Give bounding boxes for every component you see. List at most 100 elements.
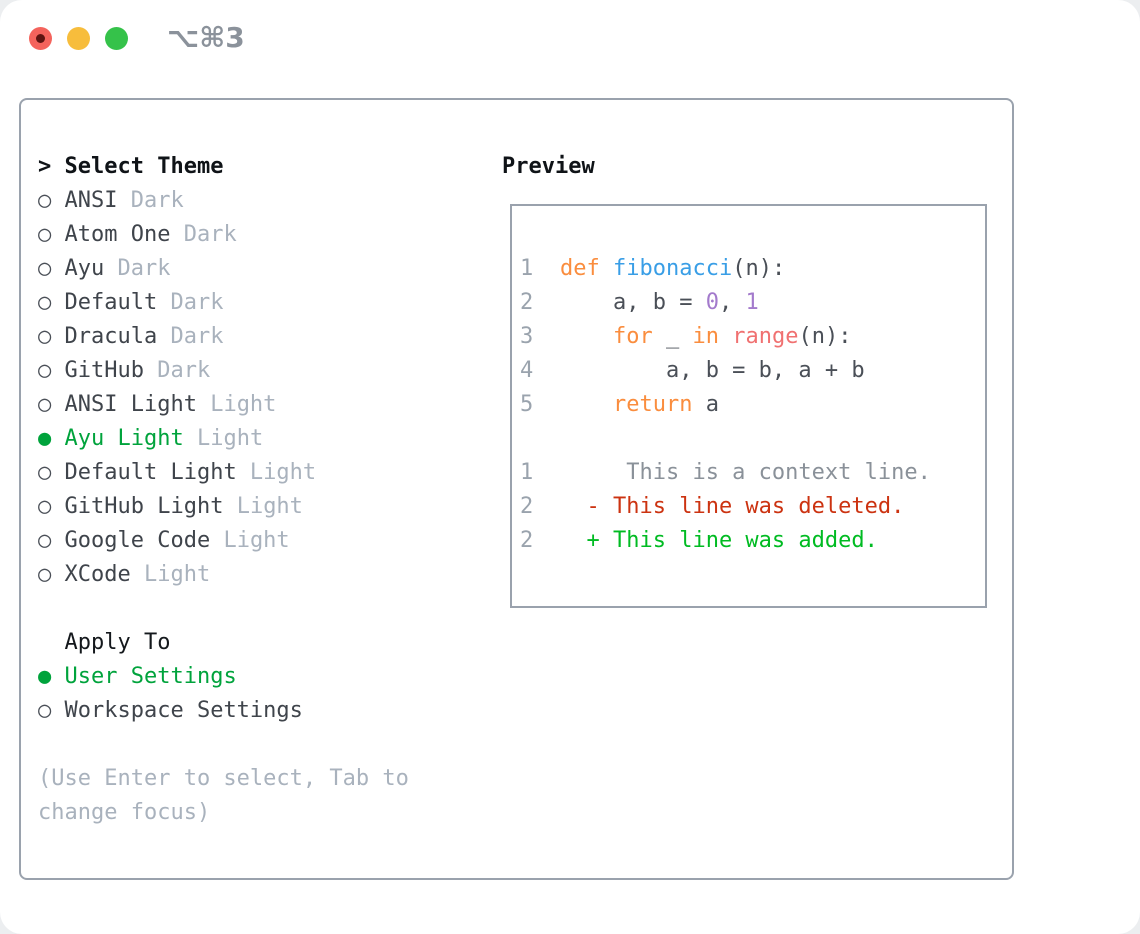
theme-variant: Dark [157, 290, 224, 315]
apply-option-label: Workspace Settings [64, 698, 303, 723]
theme-item-xcode[interactable]: ○ XCode Light [38, 558, 409, 592]
code-segment: a [692, 392, 719, 417]
preview-code-line: 2 - This line was deleted. [520, 490, 985, 524]
zoom-button[interactable] [105, 27, 128, 50]
theme-item-github-light[interactable]: ○ GitHub Light Light [38, 490, 409, 524]
apply-to-list: ● User Settings○ Workspace Settings [38, 660, 409, 728]
line-number: 5 [520, 392, 534, 417]
apply-option-label: User Settings [64, 664, 237, 689]
preview-code-line: 2 a, b = 0, 1 [520, 286, 985, 320]
code-segment: def [560, 256, 600, 281]
radio-icon: ○ [38, 528, 52, 553]
radio-icon: ○ [38, 460, 52, 485]
code-segment: - This line was deleted. [560, 494, 905, 519]
preview-code-line [520, 422, 985, 456]
line-number: 2 [520, 290, 534, 315]
theme-item-label: ANSI [64, 188, 118, 213]
theme-item-github[interactable]: ○ GitHub Dark [38, 354, 409, 388]
code-segment: range [732, 324, 799, 349]
apply-option-user-settings[interactable]: ● User Settings [38, 660, 409, 694]
radio-icon: ○ [38, 324, 52, 349]
code-segment: This is a context line. [560, 460, 931, 485]
spacer [38, 728, 409, 762]
radio-icon: ○ [38, 188, 52, 213]
theme-item-default[interactable]: ○ Default Dark [38, 286, 409, 320]
line-number: 1 [520, 256, 534, 281]
theme-item-label: ANSI Light [64, 392, 197, 417]
radio-icon: ○ [38, 222, 52, 247]
code-segment: for [612, 324, 653, 349]
theme-item-ayu-light[interactable]: ● Ayu Light Light [38, 422, 409, 456]
theme-select-header: > Select Theme [38, 150, 409, 184]
radio-icon: ○ [38, 494, 52, 519]
theme-variant: Dark [117, 188, 184, 213]
theme-item-label: XCode [64, 562, 131, 587]
line-number: 2 [520, 528, 534, 553]
radio-selected-icon: ● [38, 426, 52, 451]
line-number: 4 [520, 358, 534, 383]
radio-icon: ○ [38, 698, 52, 723]
code-segment: fibonacci [613, 256, 733, 281]
minimize-button[interactable] [67, 27, 90, 50]
radio-icon: ○ [38, 562, 52, 587]
theme-variant: Light [210, 528, 290, 553]
line-number: 2 [520, 494, 534, 519]
theme-variant: Light [223, 494, 303, 519]
code-segment: + This line was added. [560, 528, 878, 553]
code-segment: 1 [745, 290, 759, 315]
titlebar: ⌥⌘3 [0, 0, 1140, 75]
theme-item-label: Default [64, 290, 158, 315]
code-segment: _ [652, 324, 693, 349]
code-segment [600, 256, 613, 281]
theme-variant: Light [196, 392, 277, 417]
radio-icon: ○ [38, 256, 52, 281]
window-title: ⌥⌘3 [167, 21, 245, 54]
preview-code-line: 2 + This line was added. [520, 524, 985, 558]
main-panel: > Select Theme ○ ANSI Dark○ Atom One Dar… [19, 98, 1014, 880]
theme-select-header-label: Select Theme [64, 154, 224, 179]
apply-option-workspace-settings[interactable]: ○ Workspace Settings [38, 694, 409, 728]
theme-variant: Dark [104, 256, 171, 281]
code-segment: (n): [732, 256, 786, 281]
code-segment: return [612, 392, 693, 417]
apply-to-header: Apply To [38, 626, 409, 660]
preview-code-line: 5 return a [520, 388, 985, 422]
theme-item-label: Google Code [64, 528, 211, 553]
code-segment: in [692, 324, 719, 349]
code-segment: (n): [798, 324, 852, 349]
hint-line: (Use Enter to select, Tab to [38, 766, 409, 791]
theme-item-google-code[interactable]: ○ Google Code Light [38, 524, 409, 558]
preview-code-line: 1 def fibonacci(n): [520, 252, 985, 286]
theme-item-ansi[interactable]: ○ ANSI Dark [38, 184, 409, 218]
code-segment: , [718, 290, 746, 315]
code-segment: a, b = [560, 290, 706, 315]
line-number: 1 [520, 460, 534, 485]
theme-item-ansi-light[interactable]: ○ ANSI Light Light [38, 388, 409, 422]
theme-item-ayu[interactable]: ○ Ayu Dark [38, 252, 409, 286]
theme-item-default-light[interactable]: ○ Default Light Light [38, 456, 409, 490]
radio-icon: ○ [38, 392, 52, 417]
theme-variant: Light [183, 426, 264, 451]
theme-item-label: Dracula [64, 324, 158, 349]
preview-code-line: 1 This is a context line. [520, 456, 985, 490]
theme-item-atom-one[interactable]: ○ Atom One Dark [38, 218, 409, 252]
radio-icon: ○ [38, 290, 52, 315]
theme-item-label: Atom One [64, 222, 171, 247]
theme-panel: > Select Theme ○ ANSI Dark○ Atom One Dar… [38, 150, 409, 830]
preview-code-line: 3 for _ in range(n): [520, 320, 985, 354]
code-segment: 0 [705, 290, 719, 315]
theme-list: ○ ANSI Dark○ Atom One Dark○ Ayu Dark○ De… [38, 184, 409, 592]
close-button[interactable] [29, 27, 52, 50]
theme-item-label: GitHub [64, 358, 144, 383]
theme-item-dracula[interactable]: ○ Dracula Dark [38, 320, 409, 354]
radio-icon: ○ [38, 358, 52, 383]
code-segment [560, 392, 613, 417]
code-segment [560, 324, 613, 349]
code-segment: a, b = b, a + b [560, 358, 865, 383]
theme-item-label: Ayu Light [64, 426, 184, 451]
radio-selected-icon: ● [38, 664, 52, 689]
theme-variant: Light [130, 562, 211, 587]
